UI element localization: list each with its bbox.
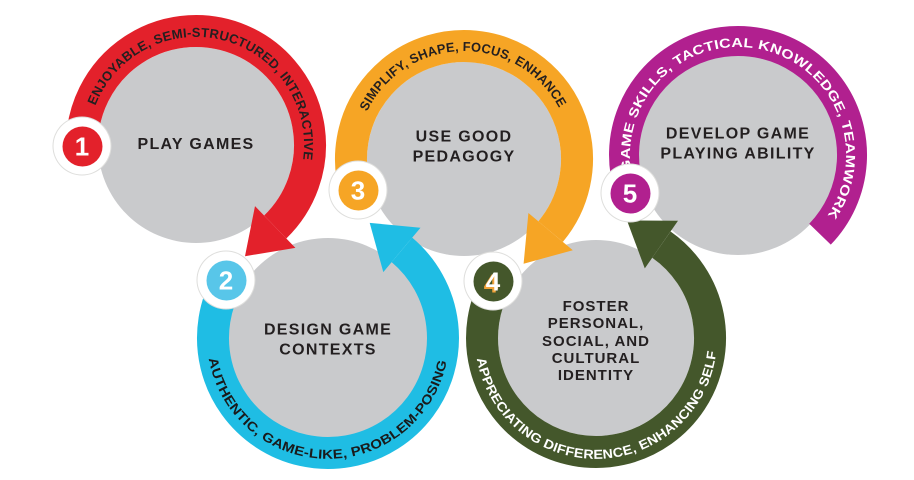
step-badge: 1 (53, 117, 111, 175)
step-arc (466, 231, 726, 468)
step-badge: 2 (197, 251, 255, 309)
step-badge: 3 (329, 161, 387, 219)
step-title: DESIGN GAME CONTEXTS (263, 321, 393, 358)
step-title: DEVELOP GAME PLAYING ABILITY (660, 125, 816, 162)
step-badge: 4 (464, 252, 522, 310)
step-number: 4 (485, 266, 501, 296)
step-number: 1 (74, 131, 90, 161)
step-badge-circle: 4 (473, 261, 513, 301)
step-circle (367, 62, 561, 256)
step-title: FOSTER PERSONAL, SOCIAL, AND CULTURAL ID… (542, 297, 650, 384)
step-arc (334, 30, 593, 242)
step-badge-circle: 3 (338, 170, 378, 210)
flow-arrow-icon (245, 206, 296, 257)
flow-arrow-icon (523, 213, 573, 264)
step-badge-circle: 5 (610, 173, 650, 213)
step-badge: 5 (601, 164, 659, 222)
step-arc (197, 237, 459, 469)
step-circle (98, 47, 294, 243)
step-circle (228, 238, 428, 438)
step-title: PLAY GAMES (137, 136, 255, 154)
flow-arrow-icon (627, 220, 678, 269)
step-number: 5 (622, 178, 638, 208)
step-arc (66, 15, 326, 239)
step-number: 3 (350, 175, 366, 205)
step-circle (638, 55, 838, 255)
step-title: USE GOOD PEDAGOGY (412, 128, 516, 165)
step-badge-circle: 1 (62, 126, 102, 166)
step-arc (609, 26, 868, 245)
step-circle (498, 240, 694, 436)
step-badge-circle: 2 (206, 260, 246, 300)
step-number: 2 (218, 265, 234, 295)
flow-arrow-icon (369, 222, 421, 273)
